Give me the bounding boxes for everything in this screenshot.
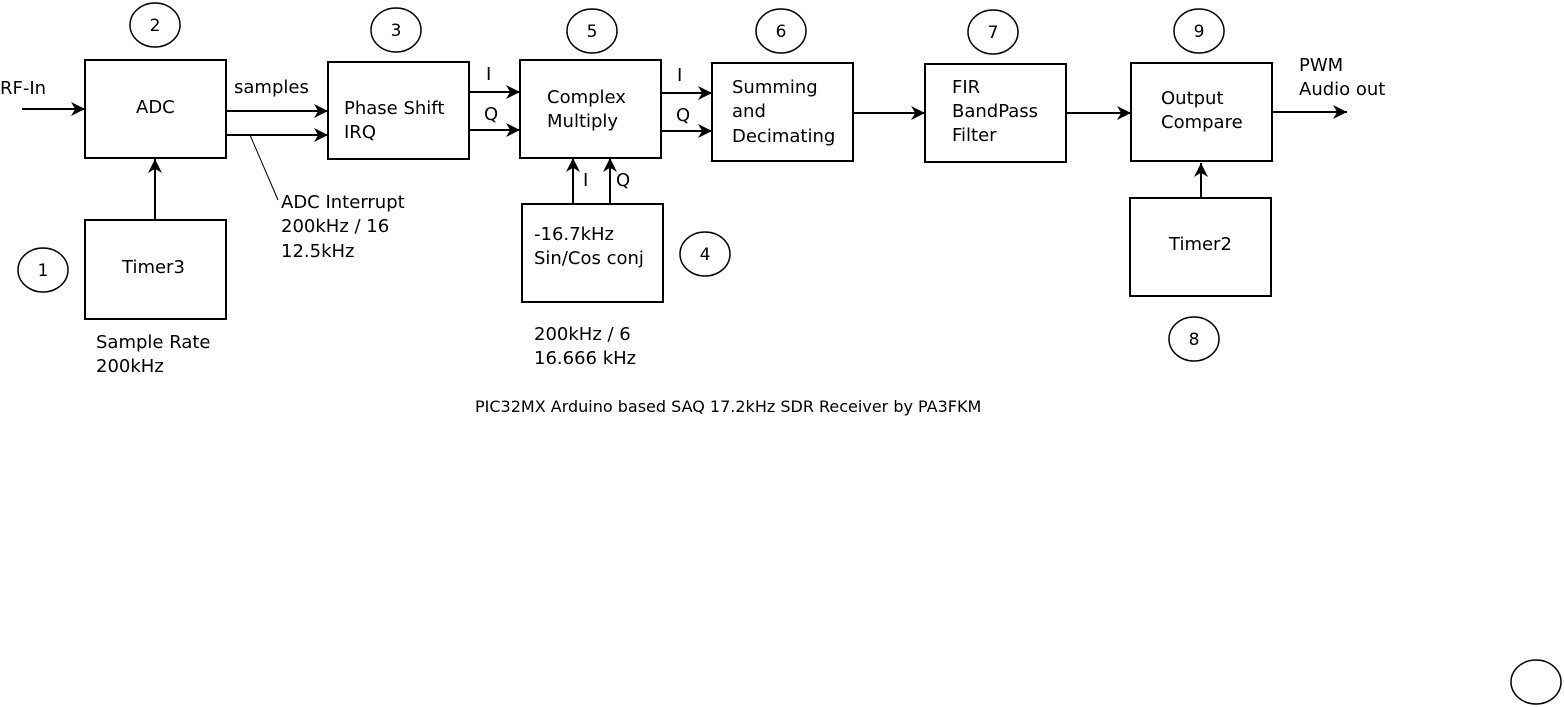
step-number-3: 3 [370,7,422,53]
phase-q-label: Q [484,104,498,125]
step-number-8: 8 [1168,316,1220,362]
empty-ellipse [1510,659,1562,705]
timer3-block: Timer3 [84,219,227,320]
samples-label: samples [234,77,309,98]
svg-text:3: 3 [391,21,402,41]
complex-multiply-block: Complex Multiply [519,59,662,159]
mult-i-label: I [677,65,682,86]
svg-text:9: 9 [1194,22,1205,42]
timer3-label: Timer3 [121,257,185,278]
adc-interrupt-label-line3: 12.5kHz [281,241,355,262]
diagram-caption: PIC32MX Arduino based SAQ 17.2kHz SDR Re… [475,397,981,416]
pwm-label-line1: PWM [1299,55,1343,76]
adc-interrupt-label-line2: 200kHz / 16 [281,216,389,237]
adc-block: ADC [84,59,227,159]
step-number-2: 2 [129,2,181,48]
sincos-label-line2: Sin/Cos conj [534,248,644,269]
svg-text:4: 4 [700,245,711,265]
step-number-4: 4 [679,231,731,277]
complex-multiply-label-line1: Complex [547,87,626,108]
summing-label-line1: Summing [732,77,818,98]
phase-shift-label-line2: IRQ [344,122,376,143]
fir-label-line2: BandPass [952,101,1038,122]
phase-i-label: I [486,64,491,85]
timer2-label: Timer2 [1168,234,1232,255]
sincos-i-label: I [583,170,588,191]
phase-shift-label-line1: Phase Shift [344,98,444,119]
fir-block: FIR BandPass Filter [924,63,1067,163]
svg-text:2: 2 [150,16,161,36]
mult-q-label: Q [676,105,690,126]
step-number-6: 6 [755,8,807,54]
lo-rate-label-line1: 200kHz / 6 [534,324,631,345]
svg-text:7: 7 [988,23,999,43]
svg-text:8: 8 [1189,330,1200,350]
summing-block: Summing and Decimating [711,62,854,162]
timer2-block: Timer2 [1129,197,1272,297]
step-number-7: 7 [967,9,1019,55]
phase-shift-block: Phase Shift IRQ [327,61,470,160]
summing-label-line3: Decimating [732,126,835,147]
svg-text:5: 5 [587,22,598,42]
output-compare-label-line2: Compare [1161,112,1243,133]
summing-label-line2: and [732,101,766,122]
sincos-block: -16.7kHz Sin/Cos conj [521,203,664,303]
step-number-9: 9 [1173,8,1225,54]
pwm-label-line2: Audio out [1299,79,1385,100]
output-compare-block: Output Compare [1130,62,1273,162]
sample-rate-label-line1: Sample Rate [96,332,211,353]
adc-label: ADC [136,97,175,118]
sincos-q-label: Q [616,170,630,191]
adc-interrupt-label-line1: ADC Interrupt [281,192,405,213]
step-number-1: 1 [17,247,69,293]
complex-multiply-label-line2: Multiply [547,111,618,132]
svg-text:6: 6 [776,22,787,42]
adc-interrupt-leader [249,134,279,201]
lo-rate-label-line2: 16.666 kHz [534,348,636,369]
fir-label-line1: FIR [952,77,980,98]
output-compare-label-line1: Output [1161,88,1224,109]
step-number-5: 5 [566,8,618,54]
sample-rate-label-line2: 200kHz [96,356,164,377]
fir-label-line3: Filter [952,125,997,146]
rf-in-label: RF-In [0,78,46,99]
sincos-label-line1: -16.7kHz [534,224,614,245]
svg-text:1: 1 [38,261,49,281]
